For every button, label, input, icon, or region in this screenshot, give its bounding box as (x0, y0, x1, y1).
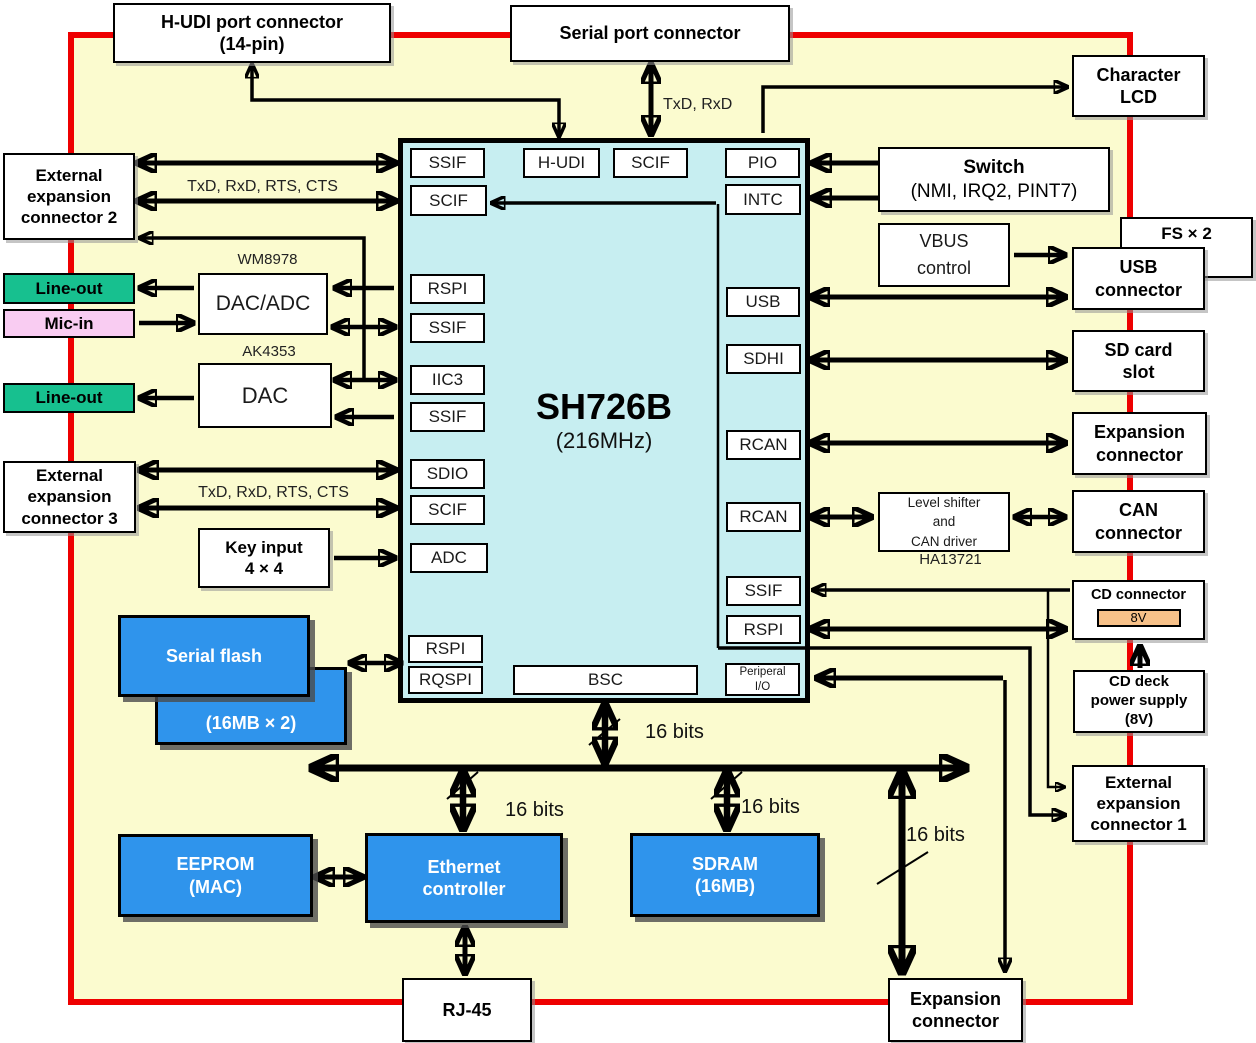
module-iic3: IIC3 (410, 365, 485, 395)
switch-block: Switch (NMI, IRQ2, PINT7) (878, 147, 1110, 212)
module-pio: PIO (725, 148, 800, 178)
module-scif-top: SCIF (613, 148, 688, 178)
cd-deck-power-supply: CD deck power supply (8V) (1073, 670, 1205, 733)
expansion-connector-bottom: Expansion connector (888, 978, 1023, 1042)
module-rspi-bottom: RSPI (408, 635, 483, 663)
label-bits-ethernet: 16 bits (505, 799, 564, 821)
label-ak4353: AK4353 (242, 343, 296, 360)
level-shifter-can-driver: Level shifter and CAN driver (878, 492, 1010, 552)
label-uart-3: TxD, RxD, RTS, CTS (198, 484, 349, 501)
module-intc: INTC (725, 184, 801, 215)
line-out-top: Line-out (3, 273, 135, 304)
chip-subtitle: (216MHz) (555, 428, 653, 453)
vbus-control: VBUS control (878, 223, 1010, 287)
chip-title: SH726B (535, 386, 673, 427)
module-sdhi: SDHI (726, 344, 801, 374)
key-input: Key input 4 × 4 (198, 528, 330, 588)
sd-card-slot: SD card slot (1072, 330, 1205, 392)
sdram: SDRAM (16MB) (630, 833, 820, 917)
module-adc: ADC (410, 543, 488, 573)
module-ssif-left1: SSIF (410, 313, 485, 343)
module-rspi-left: RSPI (410, 274, 485, 304)
module-rcan-1: RCAN (726, 430, 801, 460)
label-txd-rxd: TxD, RxD (663, 96, 733, 113)
line-out-bottom: Line-out (3, 383, 135, 413)
label-wm8978: WM8978 (237, 251, 298, 268)
label-bits-bsc: 16 bits (645, 721, 704, 743)
module-ssif-top: SSIF (410, 148, 485, 178)
module-rspi-right: RSPI (726, 615, 801, 644)
rj45-connector: RJ-45 (402, 978, 532, 1042)
module-hudi: H-UDI (523, 148, 600, 178)
external-expansion-connector-2: External expansion connector 2 (3, 153, 135, 240)
dac-adc: DAC/ADC (198, 273, 328, 335)
eeprom-mac: EEPROM (MAC) (118, 834, 313, 917)
character-lcd: Character LCD (1072, 55, 1205, 117)
module-sdio: SDIO (410, 459, 485, 489)
external-expansion-connector-3: External expansion connector 3 (3, 461, 136, 533)
module-rcan-2: RCAN (726, 502, 801, 532)
mic-in: Mic-in (3, 309, 135, 338)
module-rqspi: RQSPI (408, 666, 483, 694)
serial-port-connector: Serial port connector (510, 5, 790, 62)
expansion-connector-right: Expansion connector (1072, 412, 1207, 475)
usb-connector: USB connector (1072, 247, 1205, 310)
serial-flash: Serial flash (118, 615, 310, 697)
module-peripheral-io: Periperal I/O (725, 663, 800, 696)
hudi-port-connector: H-UDI port connector (14-pin) (113, 3, 391, 63)
dac: DAC (198, 363, 332, 428)
external-expansion-connector-1: External expansion connector 1 (1072, 765, 1205, 842)
module-scif-2: SCIF (410, 185, 487, 216)
label-bits-vertical: 16 bits (906, 824, 965, 846)
label-ha13721: HA13721 (919, 551, 982, 568)
label-uart-2: TxD, RxD, RTS, CTS (187, 178, 338, 195)
cd-8v-supply: 8V (1096, 609, 1181, 628)
module-usb: USB (726, 287, 800, 317)
module-bsc: BSC (513, 665, 698, 695)
module-ssif-left2: SSIF (410, 402, 485, 432)
switch-subtitle: (NMI, IRQ2, PINT7) (910, 180, 1078, 202)
can-connector: CAN connector (1072, 490, 1205, 553)
ethernet-controller: Ethernet controller (365, 833, 563, 923)
label-bits-sdram: 16 bits (741, 796, 800, 818)
module-scif-3: SCIF (410, 495, 485, 525)
switch-title: Switch (963, 156, 1025, 178)
cd-connector: CD connector 8V (1072, 580, 1205, 640)
module-ssif-right: SSIF (726, 576, 801, 606)
